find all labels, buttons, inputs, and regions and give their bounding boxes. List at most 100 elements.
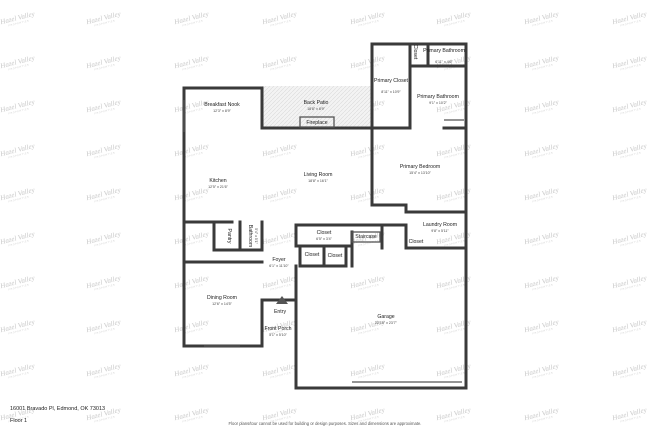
- svg-text:PROPERTIES: PROPERTIES: [8, 195, 29, 203]
- svg-text:PROPERTIES: PROPERTIES: [620, 239, 641, 247]
- room-closet-b: Closet: [305, 252, 320, 258]
- svg-text:Closet: Closet: [412, 45, 418, 60]
- svg-text:PROPERTIES: PROPERTIES: [444, 371, 465, 379]
- svg-text:PROPERTIES: PROPERTIES: [620, 415, 641, 423]
- svg-text:PROPERTIES: PROPERTIES: [532, 107, 553, 115]
- svg-text:PROPERTIES: PROPERTIES: [8, 415, 29, 423]
- svg-text:22'10" x 23'7": 22'10" x 23'7": [375, 321, 397, 325]
- svg-text:PROPERTIES: PROPERTIES: [358, 151, 379, 159]
- svg-text:PROPERTIES: PROPERTIES: [444, 415, 465, 423]
- svg-text:PROPERTIES: PROPERTIES: [182, 151, 203, 159]
- svg-text:PROPERTIES: PROPERTIES: [270, 195, 291, 203]
- svg-text:PROPERTIES: PROPERTIES: [444, 19, 465, 27]
- svg-text:PROPERTIES: PROPERTIES: [94, 371, 115, 379]
- svg-text:Kitchen: Kitchen: [209, 178, 226, 184]
- svg-text:PROPERTIES: PROPERTIES: [620, 327, 641, 335]
- svg-text:PROPERTIES: PROPERTIES: [620, 107, 641, 115]
- property-address: 16001 Bravado Pl, Edmond, OK 73013: [10, 406, 106, 412]
- svg-text:PROPERTIES: PROPERTIES: [620, 195, 641, 203]
- svg-text:Pantry: Pantry: [226, 229, 232, 244]
- svg-text:PROPERTIES: PROPERTIES: [270, 151, 291, 159]
- svg-text:PROPERTIES: PROPERTIES: [532, 195, 553, 203]
- svg-text:PROPERTIES: PROPERTIES: [444, 151, 465, 159]
- svg-text:PROPERTIES: PROPERTIES: [8, 371, 29, 379]
- svg-text:Primary Bathroom: Primary Bathroom: [423, 48, 465, 54]
- svg-text:PROPERTIES: PROPERTIES: [444, 283, 465, 291]
- svg-text:PROPERTIES: PROPERTIES: [182, 283, 203, 291]
- svg-text:PROPERTIES: PROPERTIES: [620, 63, 641, 71]
- svg-text:12'6" x 14'5": 12'6" x 14'5": [212, 302, 232, 306]
- svg-text:Staircase: Staircase: [355, 234, 377, 240]
- svg-text:PROPERTIES: PROPERTIES: [444, 239, 465, 247]
- svg-text:Fireplace: Fireplace: [306, 120, 327, 126]
- svg-text:Primary Closet: Primary Closet: [374, 78, 409, 84]
- room-fireplace: Fireplace: [306, 120, 327, 126]
- svg-text:Front Porch: Front Porch: [264, 326, 291, 332]
- svg-text:Breakfast Nook: Breakfast Nook: [204, 102, 240, 108]
- svg-text:PROPERTIES: PROPERTIES: [532, 283, 553, 291]
- svg-text:PROPERTIES: PROPERTIES: [358, 371, 379, 379]
- svg-text:PROPERTIES: PROPERTIES: [94, 283, 115, 291]
- room-closet-c: Closet: [328, 253, 343, 259]
- svg-text:PROPERTIES: PROPERTIES: [270, 327, 291, 335]
- svg-text:PROPERTIES: PROPERTIES: [8, 151, 29, 159]
- svg-text:PROPERTIES: PROPERTIES: [358, 195, 379, 203]
- svg-text:PROPERTIES: PROPERTIES: [358, 239, 379, 247]
- svg-text:Closet: Closet: [305, 252, 320, 258]
- svg-text:PROPERTIES: PROPERTIES: [532, 239, 553, 247]
- svg-text:Closet: Closet: [328, 253, 343, 259]
- svg-text:PROPERTIES: PROPERTIES: [94, 327, 115, 335]
- svg-text:6'11" x 4'6": 6'11" x 4'6": [435, 60, 453, 64]
- svg-text:Living Room: Living Room: [304, 172, 333, 178]
- svg-text:PROPERTIES: PROPERTIES: [270, 283, 291, 291]
- svg-text:PROPERTIES: PROPERTIES: [620, 19, 641, 27]
- svg-text:Primary Bathroom: Primary Bathroom: [417, 94, 459, 100]
- svg-text:9'8" x 5'11": 9'8" x 5'11": [431, 229, 449, 233]
- svg-text:PROPERTIES: PROPERTIES: [532, 327, 553, 335]
- fixtures: [183, 100, 464, 383]
- svg-text:Bathroom: Bathroom: [247, 225, 253, 248]
- svg-text:PROPERTIES: PROPERTIES: [358, 327, 379, 335]
- svg-text:Closet: Closet: [317, 230, 332, 236]
- room-closet-wc: Closet: [412, 45, 418, 60]
- svg-text:PROPERTIES: PROPERTIES: [94, 239, 115, 247]
- svg-text:PROPERTIES: PROPERTIES: [182, 371, 203, 379]
